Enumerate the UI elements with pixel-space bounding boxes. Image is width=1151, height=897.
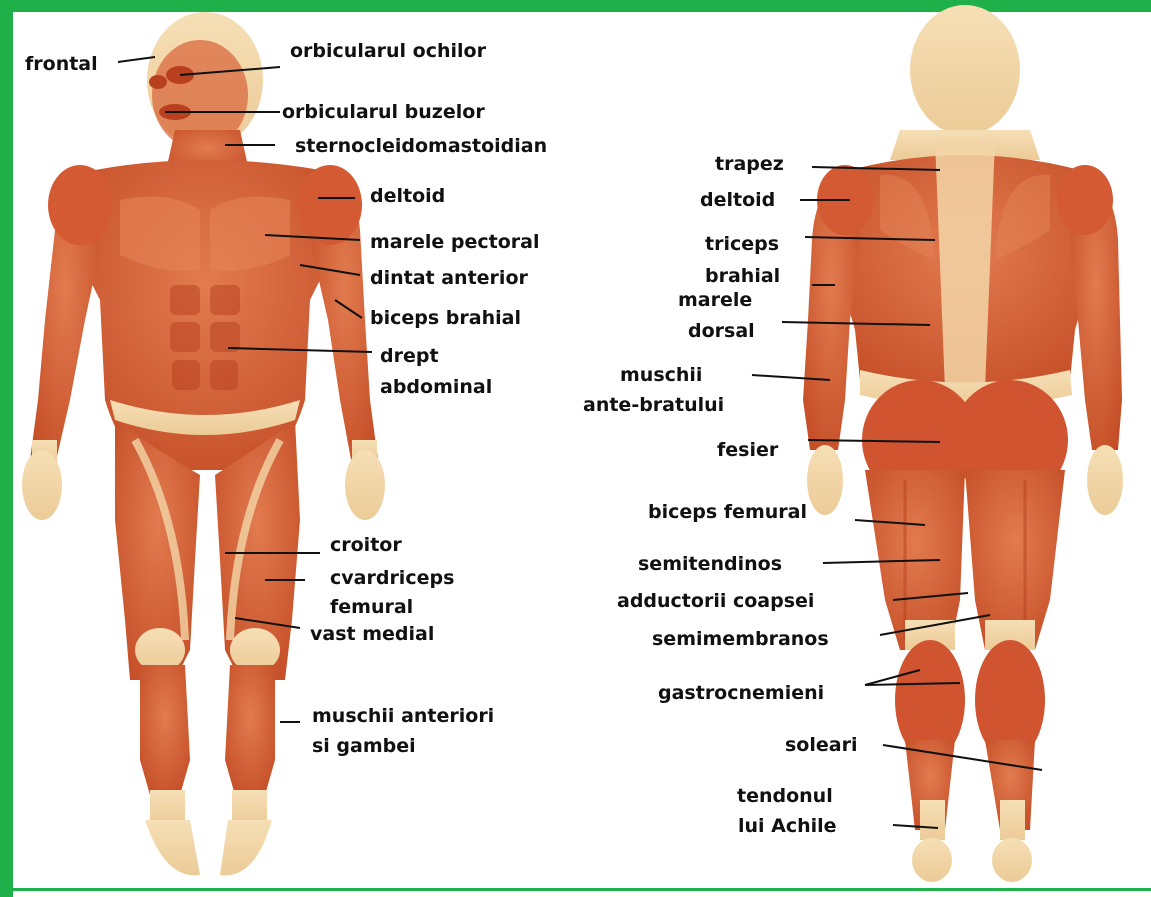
label-ante-bratului: ante-bratului — [583, 394, 724, 416]
label-drept: drept — [380, 345, 439, 367]
label-deltoid-back: deltoid — [700, 189, 775, 211]
label-vast-medial: vast medial — [310, 623, 434, 645]
label-muschii: muschii — [620, 364, 702, 386]
label-biceps-brahial: biceps brahial — [370, 307, 521, 329]
label-biceps-femural: biceps femural — [648, 501, 807, 523]
label-dintat-anterior: dintat anterior — [370, 267, 528, 289]
label-lui-achile: lui Achile — [738, 815, 837, 837]
label-si-gambei: si gambei — [312, 735, 416, 757]
label-croitor: croitor — [330, 534, 402, 556]
label-soleari: soleari — [785, 734, 857, 756]
label-deltoid-front: deltoid — [370, 185, 445, 207]
label-marele-pectoral: marele pectoral — [370, 231, 539, 253]
label-trapez: trapez — [715, 153, 784, 175]
label-marele: marele — [678, 289, 752, 311]
label-tendonul: tendonul — [737, 785, 833, 807]
label-orbicularul-buzelor: orbicularul buzelor — [282, 101, 485, 123]
label-adductorii-coapsei: adductorii coapsei — [617, 590, 814, 612]
label-muschii-anteriori: muschii anteriori — [312, 705, 494, 727]
label-triceps: triceps — [705, 233, 779, 255]
label-semitendinos: semitendinos — [638, 553, 782, 575]
label-fesier: fesier — [717, 439, 779, 461]
label-abdominal: abdominal — [380, 376, 492, 398]
label-semimembranos: semimembranos — [652, 628, 829, 650]
label-brahial: brahial — [705, 265, 780, 287]
label-orbicularul-ochilor: orbicularul ochilor — [290, 40, 487, 62]
label-gastrocnemieni: gastrocnemieni — [658, 682, 824, 704]
label-cvardriceps: cvardriceps — [330, 567, 454, 589]
label-dorsal: dorsal — [688, 320, 755, 342]
label-femural: femural — [330, 596, 413, 618]
label-sternocleidomastoidian: sternocleidomastoidian — [295, 135, 547, 157]
label-frontal: frontal — [25, 53, 98, 75]
